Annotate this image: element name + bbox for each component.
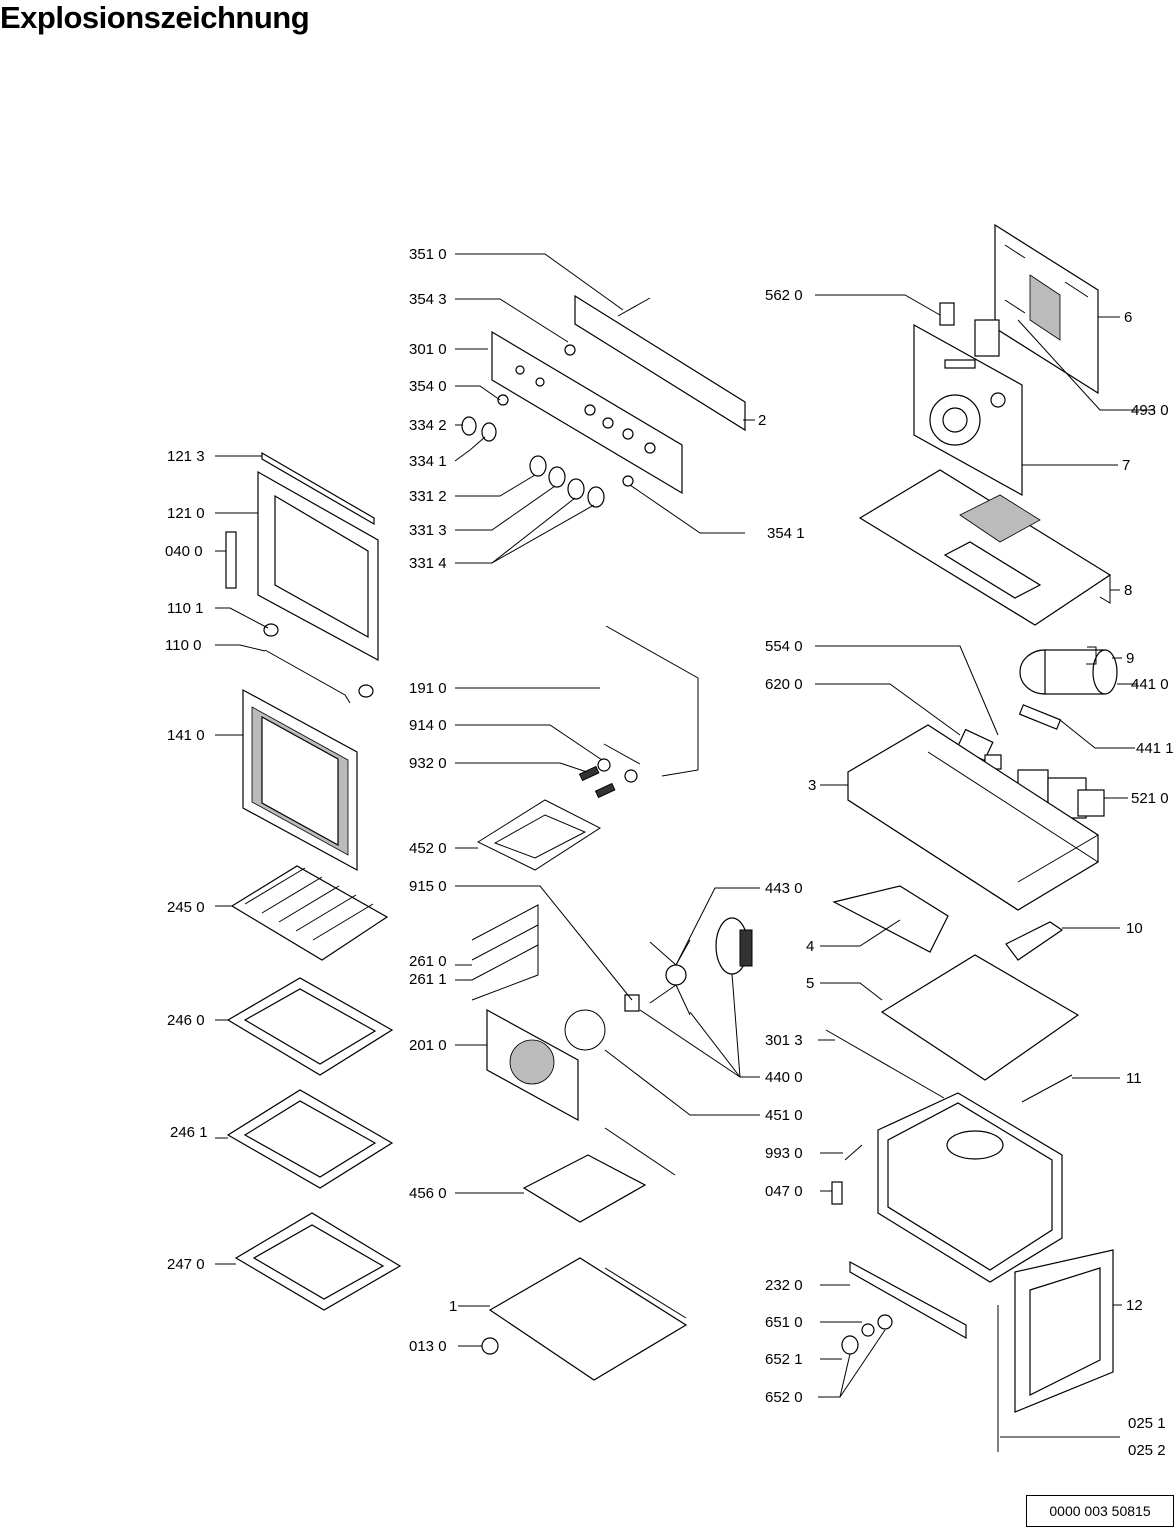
control-bar-part [564, 294, 746, 432]
top-cover-part [858, 469, 1112, 626]
bracket-10-part [1005, 921, 1064, 961]
rail-part [825, 1029, 1073, 1103]
grill-part [522, 1127, 676, 1223]
part-label: 245 0 [167, 899, 205, 916]
part-label: 334 1 [409, 453, 447, 470]
part-label: 261 1 [409, 971, 447, 988]
part-label: 331 2 [409, 488, 447, 505]
part-label: 451 0 [765, 1107, 803, 1124]
part-label: 493 0 [1131, 402, 1169, 419]
document-number-box: 0000 003 50815 [1026, 1495, 1174, 1527]
part-label: 121 3 [167, 448, 205, 465]
part-label: 8 [1124, 582, 1132, 599]
part-label: 334 2 [409, 417, 447, 434]
part-label: 4 [806, 938, 814, 955]
part-label: 301 3 [765, 1032, 803, 1049]
part-label: 301 0 [409, 341, 447, 358]
leader-lines [215, 253, 1155, 1438]
hinge-part [225, 531, 237, 589]
part-label: 11 [1126, 1070, 1142, 1087]
part-label: 331 3 [409, 522, 447, 539]
part-label: 452 0 [409, 840, 447, 857]
part-label: 331 4 [409, 555, 447, 572]
part-label: 040 0 [165, 543, 203, 560]
part-label: 932 0 [409, 755, 447, 772]
part-label: 456 0 [409, 1185, 447, 1202]
side-rack-part [471, 904, 539, 1001]
fan-motor-part [1019, 649, 1118, 695]
part-label: 121 0 [167, 505, 205, 522]
side-panel-part [832, 885, 949, 953]
small-parts [831, 1144, 893, 1355]
part-label: 5 [806, 975, 814, 992]
foot-part [481, 1337, 499, 1355]
part-label: 246 0 [167, 1012, 205, 1029]
part-label: 354 1 [767, 525, 805, 542]
part-label: 1 [449, 1298, 457, 1315]
baking-tray-part [226, 977, 394, 1076]
part-label: 441 1 [1136, 740, 1174, 757]
baking-tray-part [226, 1089, 394, 1189]
part-label: 915 0 [409, 878, 447, 895]
part-label: 047 0 [765, 1183, 803, 1200]
part-label: 652 0 [765, 1389, 803, 1406]
part-label: 191 0 [409, 680, 447, 697]
part-label: 914 0 [409, 717, 447, 734]
base-panel-part [880, 954, 1080, 1081]
part-label: 562 0 [765, 287, 803, 304]
part-label: 354 0 [409, 378, 447, 395]
part-label: 440 0 [765, 1069, 803, 1086]
heating-element-part [476, 799, 602, 871]
part-label: 441 0 [1131, 676, 1169, 693]
part-label: 025 1 [1128, 1415, 1166, 1432]
door-glass-part [242, 688, 358, 872]
part-label: 261 0 [409, 953, 447, 970]
part-label: 6 [1124, 309, 1132, 326]
part-label: 201 0 [409, 1037, 447, 1054]
part-label: 651 0 [765, 1314, 803, 1331]
part-label: 9 [1126, 650, 1134, 667]
bottom-plate-part [488, 1257, 688, 1381]
back-housing-part [913, 323, 1023, 497]
part-label: 2 [758, 412, 766, 429]
front-frame-part [849, 1249, 1114, 1452]
part-label: 10 [1126, 920, 1143, 937]
bracket-part [939, 302, 1000, 357]
part-label: 443 0 [765, 880, 803, 897]
inner-door-part [257, 470, 379, 662]
top-frame-part [847, 724, 1099, 911]
part-label: 521 0 [1131, 790, 1169, 807]
page-title: Explosionszeichnung [0, 0, 310, 35]
part-label: 3 [808, 777, 816, 794]
fan-assembly-part [564, 917, 753, 1051]
lamp-part [578, 758, 638, 799]
door-handle-part [263, 623, 374, 704]
rear-panel-part [994, 223, 1099, 395]
part-label: 12 [1126, 1297, 1143, 1314]
knobs-part [461, 394, 634, 508]
baking-tray-part [234, 1212, 402, 1311]
part-label: 247 0 [167, 1256, 205, 1273]
part-label: 7 [1122, 457, 1130, 474]
part-label: 141 0 [167, 727, 205, 744]
door-seal-part [603, 625, 699, 777]
part-label: 110 0 [165, 637, 201, 654]
part-label: 993 0 [765, 1145, 803, 1162]
oven-cavity-part [877, 1092, 1063, 1283]
wire-shelf-part [230, 865, 389, 961]
part-label: 110 1 [167, 600, 203, 617]
part-label: 232 0 [765, 1277, 803, 1294]
control-panel-part [491, 330, 683, 495]
part-label: 554 0 [765, 638, 803, 655]
part-label: 025 2 [1128, 1442, 1166, 1459]
part-label: 246 1 [170, 1124, 208, 1141]
part-label: 620 0 [765, 676, 803, 693]
door-trim-part [261, 451, 375, 526]
part-label: 013 0 [409, 1338, 447, 1355]
part-label: 652 1 [765, 1351, 803, 1368]
fan-cover-part [486, 1008, 579, 1122]
part-label: 351 0 [409, 246, 447, 263]
part-label: 354 3 [409, 291, 447, 308]
